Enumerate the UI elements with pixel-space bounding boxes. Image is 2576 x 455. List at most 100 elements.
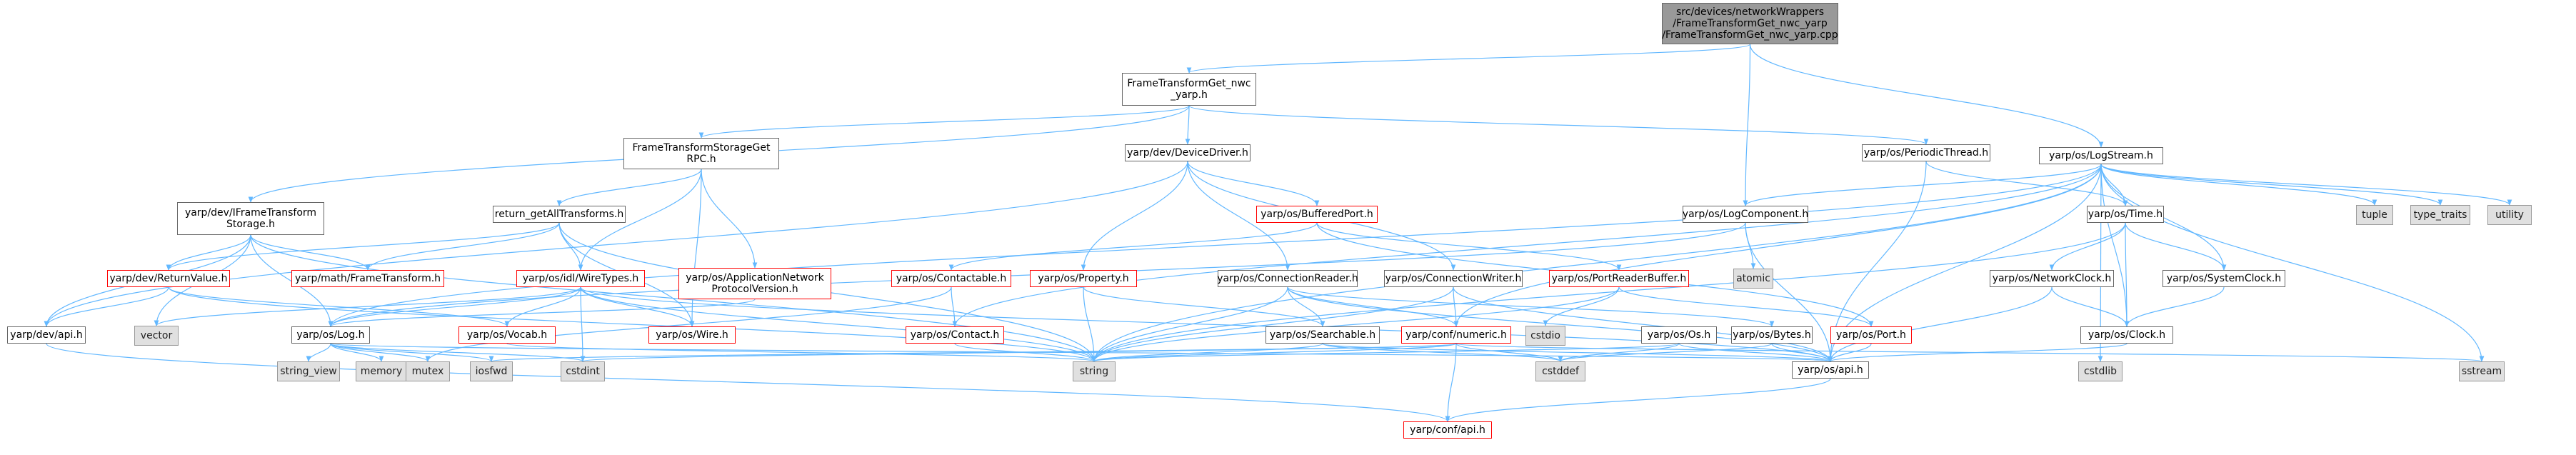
edge-connreader-to-osapi: [1287, 286, 1833, 362]
edge-logstream-to-tuple: [2100, 164, 2377, 206]
edge-returnvalue-to-vocab: [168, 286, 510, 327]
node-devicedriver[interactable]: yarp/dev/DeviceDriver.h: [1125, 144, 1251, 161]
node-ftsg-rpc[interactable]: FrameTransformStorageGet RPC.h: [623, 138, 779, 169]
edge-returnvalue-to-string: [168, 286, 1097, 362]
node-port[interactable]: yarp/os/Port.h: [1830, 326, 1912, 344]
node-vector[interactable]: vector: [134, 326, 179, 346]
edge-log-to-iosfwd: [330, 343, 494, 362]
node-logcomponent[interactable]: yarp/os/LogComponent.h: [1683, 206, 1808, 223]
node-wire[interactable]: yarp/os/Wire.h: [648, 326, 736, 344]
edge-root-to-logcomponent: [1743, 44, 1751, 206]
edge-root-to-logstream: [1749, 44, 2104, 148]
node-iftstorage[interactable]: yarp/dev/IFrameTransform Storage.h: [177, 202, 324, 235]
edge-logstream-to-numeric: [1453, 164, 2102, 327]
edge-log-to-osapi: [330, 343, 1832, 362]
edges-layer: [44, 44, 2512, 422]
node-returnvalue[interactable]: yarp/dev/ReturnValue.h: [107, 270, 230, 287]
edge-contactable-to-contact: [951, 286, 958, 327]
edge-log-to-string_view: [306, 343, 331, 362]
node-networkclock[interactable]: yarp/os/NetworkClock.h: [1990, 270, 2114, 287]
node-bufferedport[interactable]: yarp/os/BufferedPort.h: [1256, 206, 1378, 223]
edge-wiretypes-to-vocab: [504, 286, 581, 327]
edge-searchable-to-string: [1091, 343, 1323, 362]
node-wiretypes[interactable]: yarp/os/idl/WireTypes.h: [516, 270, 645, 287]
node-osapi[interactable]: yarp/os/api.h: [1792, 361, 1869, 379]
node-iosfwd[interactable]: iosfwd: [470, 361, 513, 381]
edge-return_getall-to-wiretypes: [558, 222, 583, 271]
edge-wiretypes-to-cstdint: [580, 286, 586, 362]
node-property[interactable]: yarp/os/Property.h: [1030, 270, 1137, 287]
edge-ftsg_rpc-to-return_getall: [556, 169, 702, 206]
node-time[interactable]: yarp/os/Time.h: [2087, 206, 2164, 223]
edge-os-to-osapi: [1678, 343, 1833, 362]
node-searchable[interactable]: yarp/os/Searchable.h: [1266, 326, 1380, 344]
edge-time-to-systemclock: [2125, 222, 2227, 271]
edge-connreader-to-string: [1091, 286, 1288, 362]
edge-connwriter-to-numeric: [1453, 286, 1459, 327]
edge-devicedriver-to-bufferedport: [1187, 161, 1320, 206]
edge-ftsg_rpc-to-wire: [689, 169, 702, 327]
edge-connwriter-to-osapi: [1453, 286, 1833, 362]
edge-log-to-memory: [330, 343, 384, 362]
edge-devicedriver-to-connreader: [1187, 161, 1290, 271]
edge-time-to-string: [1091, 222, 2126, 362]
node-os[interactable]: yarp/os/Os.h: [1641, 326, 1717, 344]
node-return-getall[interactable]: return_getAllTransforms.h: [493, 206, 626, 223]
node-bytes[interactable]: yarp/os/Bytes.h: [1731, 326, 1813, 344]
node-contact[interactable]: yarp/os/Contact.h: [906, 326, 1004, 344]
edge-networkclock-to-clock: [2051, 286, 2130, 327]
edge-logstream-to-logcomponent: [1743, 164, 2102, 206]
node-sstream[interactable]: sstream: [2459, 361, 2505, 381]
node-cstdint[interactable]: cstdint: [561, 361, 605, 381]
node-cstdio[interactable]: cstdio: [1525, 326, 1565, 346]
edge-wiretypes-to-string: [580, 286, 1097, 362]
edge-connreader-to-searchable: [1287, 286, 1325, 327]
edge-ftsg_rpc-to-wiretypes: [578, 169, 702, 271]
node-log[interactable]: yarp/os/Log.h: [291, 326, 370, 344]
node-type-traits[interactable]: type_traits: [2410, 205, 2470, 225]
edge-logstream-to-clock: [2100, 164, 2130, 327]
edge-logstream-to-string: [1091, 164, 2102, 362]
node-mutex[interactable]: mutex: [406, 361, 450, 381]
edge-wiretypes-to-vector: [154, 286, 581, 326]
edge-connwriter-to-string: [1091, 286, 1454, 362]
edge-iftstorage-to-log: [250, 234, 334, 327]
edge-os-to-cstddef: [1558, 343, 1680, 362]
node-utility[interactable]: utility: [2487, 205, 2532, 225]
node-appnetproto[interactable]: yarp/os/ApplicationNetwork ProtocolVersi…: [678, 268, 831, 299]
node-numeric[interactable]: yarp/conf/numeric.h: [1401, 326, 1511, 344]
node-cstdlib[interactable]: cstdlib: [2078, 361, 2123, 381]
node-connwriter[interactable]: yarp/os/ConnectionWriter.h: [1384, 270, 1523, 287]
edge-numeric-to-iosfwd: [489, 343, 1457, 362]
node-connreader[interactable]: yarp/os/ConnectionReader.h: [1217, 270, 1358, 287]
edge-log-to-cstdint: [330, 343, 586, 362]
node-systemclock[interactable]: yarp/os/SystemClock.h: [2162, 270, 2285, 287]
node-atomic[interactable]: atomic: [1733, 269, 1773, 289]
node-string-view[interactable]: string_view: [277, 361, 340, 381]
node-contactable[interactable]: yarp/os/Contactable.h: [891, 270, 1011, 287]
node-frametransform[interactable]: yarp/math/FrameTransform.h: [291, 270, 444, 287]
node-logstream[interactable]: yarp/os/LogStream.h: [2039, 147, 2163, 164]
edge-logstream-to-utility: [2100, 164, 2512, 206]
edge-time-to-networkclock: [2049, 222, 2126, 271]
node-portreaderbuffer[interactable]: yarp/os/PortReaderBuffer.h: [1549, 270, 1689, 287]
node-string[interactable]: string: [1073, 361, 1116, 381]
node-tuple[interactable]: tuple: [2356, 205, 2393, 225]
node-periodicthread[interactable]: yarp/os/PeriodicThread.h: [1862, 144, 1990, 161]
edge-networkclock-to-osapi: [1828, 286, 2053, 362]
edge-time-to-clock: [2124, 222, 2130, 327]
edge-logstream-to-type_traits: [2100, 164, 2443, 206]
edge-periodicthread-to-time: [1925, 161, 2128, 206]
edge-logstream-to-sstream: [2100, 164, 2485, 362]
edge-wiretypes-to-osapi: [580, 286, 1833, 362]
node-devapi[interactable]: yarp/dev/api.h: [7, 326, 86, 344]
node-clock[interactable]: yarp/os/Clock.h: [2080, 326, 2173, 344]
node-confapi[interactable]: yarp/conf/api.h: [1403, 421, 1492, 439]
edge-numeric-to-string: [1091, 343, 1457, 362]
node-ftg-h[interactable]: FrameTransformGet_nwc _yarp.h: [1122, 73, 1256, 106]
node-memory[interactable]: memory: [356, 361, 407, 381]
edge-devicedriver-to-devapi: [44, 161, 1188, 327]
node-vocab[interactable]: yarp/os/Vocab.h: [458, 326, 556, 344]
edge-wiretypes-to-log: [328, 286, 581, 327]
node-cstddef[interactable]: cstddef: [1535, 361, 1585, 381]
